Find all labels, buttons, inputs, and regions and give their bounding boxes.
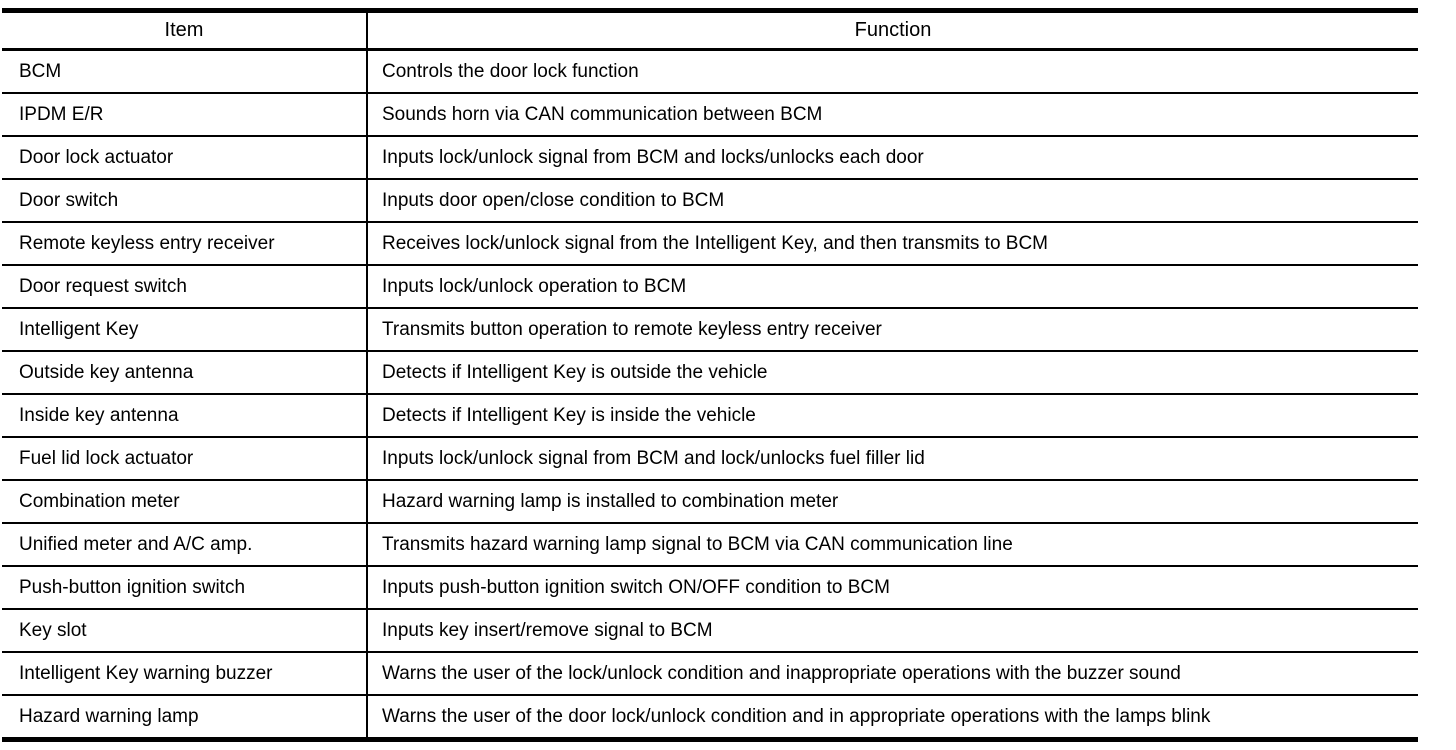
function-cell: Hazard warning lamp is installed to comb… — [367, 480, 1418, 524]
header-row: Item Function — [2, 10, 1418, 51]
function-cell: Inputs lock/unlock operation to BCM — [367, 265, 1418, 309]
function-cell: Inputs lock/unlock signal from BCM and l… — [367, 437, 1418, 481]
table-row: IPDM E/R Sounds horn via CAN communicati… — [2, 93, 1418, 137]
item-cell: Intelligent Key — [2, 308, 368, 352]
function-cell: Detects if Intelligent Key is inside the… — [367, 394, 1418, 438]
table-row: Intelligent Key warning buzzer Warns the… — [2, 652, 1418, 696]
item-cell: Remote keyless entry receiver — [2, 222, 368, 266]
function-cell: Receives lock/unlock signal from the Int… — [367, 222, 1418, 266]
table-row: Fuel lid lock actuator Inputs lock/unloc… — [2, 437, 1418, 481]
item-cell: Door switch — [2, 179, 368, 223]
function-cell: Inputs key insert/remove signal to BCM — [367, 609, 1418, 653]
table-row: Combination meter Hazard warning lamp is… — [2, 480, 1418, 524]
item-function-table: Item Function BCM Controls the door lock… — [2, 8, 1418, 742]
table-row: Remote keyless entry receiver Receives l… — [2, 222, 1418, 266]
column-header-item: Item — [2, 10, 368, 51]
function-cell: Controls the door lock function — [367, 49, 1418, 94]
item-cell: Unified meter and A/C amp. — [2, 523, 368, 567]
item-cell: Hazard warning lamp — [2, 695, 368, 741]
function-cell: Transmits button operation to remote key… — [367, 308, 1418, 352]
function-cell: Transmits hazard warning lamp signal to … — [367, 523, 1418, 567]
item-cell: Push-button ignition switch — [2, 566, 368, 610]
item-cell: Key slot — [2, 609, 368, 653]
table-row: Push-button ignition switch Inputs push-… — [2, 566, 1418, 610]
table-row: Outside key antenna Detects if Intellige… — [2, 351, 1418, 395]
function-cell: Inputs door open/close condition to BCM — [367, 179, 1418, 223]
table-row: Door request switch Inputs lock/unlock o… — [2, 265, 1418, 309]
table-row: Intelligent Key Transmits button operati… — [2, 308, 1418, 352]
function-cell: Sounds horn via CAN communication betwee… — [367, 93, 1418, 137]
item-cell: Fuel lid lock actuator — [2, 437, 368, 481]
item-cell: Intelligent Key warning buzzer — [2, 652, 368, 696]
table-row: BCM Controls the door lock function — [2, 49, 1418, 94]
item-cell: Door lock actuator — [2, 136, 368, 180]
item-cell: Combination meter — [2, 480, 368, 524]
function-cell: Warns the user of the door lock/unlock c… — [367, 695, 1418, 741]
table-row: Door switch Inputs door open/close condi… — [2, 179, 1418, 223]
function-cell: Inputs push-button ignition switch ON/OF… — [367, 566, 1418, 610]
table-row: Key slot Inputs key insert/remove signal… — [2, 609, 1418, 653]
item-cell: BCM — [2, 49, 368, 94]
column-header-function: Function — [367, 10, 1418, 51]
item-cell: Inside key antenna — [2, 394, 368, 438]
item-cell: IPDM E/R — [2, 93, 368, 137]
table-row: Door lock actuator Inputs lock/unlock si… — [2, 136, 1418, 180]
item-cell: Door request switch — [2, 265, 368, 309]
function-cell: Detects if Intelligent Key is outside th… — [367, 351, 1418, 395]
table-row: Unified meter and A/C amp. Transmits haz… — [2, 523, 1418, 567]
function-cell: Warns the user of the lock/unlock condit… — [367, 652, 1418, 696]
table-row: Hazard warning lamp Warns the user of th… — [2, 695, 1418, 741]
table-row: Inside key antenna Detects if Intelligen… — [2, 394, 1418, 438]
item-cell: Outside key antenna — [2, 351, 368, 395]
function-cell: Inputs lock/unlock signal from BCM and l… — [367, 136, 1418, 180]
